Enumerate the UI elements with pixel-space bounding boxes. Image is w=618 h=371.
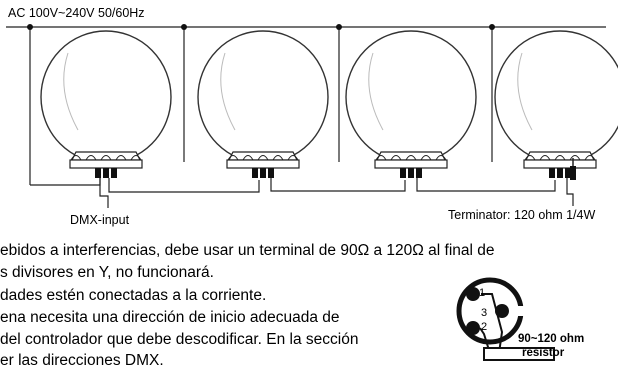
fixture-vent bbox=[435, 155, 447, 161]
globe-fixture-2 bbox=[197, 30, 329, 178]
globe-shade bbox=[40, 30, 172, 164]
fixture-plug bbox=[268, 168, 274, 178]
fixture-plug bbox=[252, 168, 258, 178]
fixture-plug bbox=[565, 168, 571, 178]
globe-highlight bbox=[368, 52, 384, 131]
fixture-plug bbox=[557, 168, 563, 178]
xlr-pin-1 bbox=[466, 287, 480, 301]
fixture-vent bbox=[554, 155, 566, 161]
dmx-input-label: DMX-input bbox=[70, 213, 130, 227]
xlr-pin-2-label: 2 bbox=[481, 321, 488, 333]
terminator-label: Terminator: 120 ohm 1/4W bbox=[448, 208, 596, 222]
fixture-vent bbox=[227, 155, 239, 161]
fixture-vent bbox=[524, 155, 536, 161]
xlr-connector-graphic bbox=[456, 277, 555, 361]
fixture-vent bbox=[242, 155, 254, 161]
ac-power-label: AC 100V~240V 50/60Hz bbox=[8, 6, 145, 20]
fixture-base bbox=[374, 159, 448, 169]
fixture-base bbox=[69, 159, 143, 169]
globe-highlight bbox=[517, 52, 533, 131]
globe-fixture-3 bbox=[345, 30, 477, 178]
fixture-vent bbox=[405, 155, 417, 161]
fixture-vent bbox=[85, 155, 97, 161]
fixture-plug bbox=[103, 168, 109, 178]
xlr-pin-1-label: 1 bbox=[479, 287, 486, 299]
xlr-pin-2 bbox=[466, 321, 480, 335]
globe-shade bbox=[197, 30, 329, 164]
xlr-shell-notch bbox=[514, 306, 526, 316]
power-junctions bbox=[27, 24, 495, 30]
text-line-2: s divisores en Y, no funcionará. bbox=[0, 264, 214, 281]
dmx-chain bbox=[99, 178, 574, 208]
terminator-plug bbox=[570, 158, 576, 180]
fixture-vent bbox=[257, 155, 269, 161]
fixture-vent bbox=[375, 155, 387, 161]
fixture-vent bbox=[390, 155, 402, 161]
text-line-1: ebidos a interferencias, debe usar un te… bbox=[0, 242, 495, 259]
fixture-plug bbox=[549, 168, 555, 178]
globe-fixture-4 bbox=[494, 30, 618, 178]
text-line-6: er las direcciones DMX. bbox=[0, 352, 164, 369]
xlr-pin-3 bbox=[495, 304, 509, 318]
fixture-plug bbox=[416, 168, 422, 178]
resistor-label-1: 90~120 ohm bbox=[518, 333, 585, 345]
globe-highlight bbox=[63, 52, 79, 131]
globe-highlight bbox=[220, 52, 236, 131]
fixture-vent bbox=[539, 155, 551, 161]
fixture-plug bbox=[111, 168, 117, 178]
fixture-vent bbox=[100, 155, 112, 161]
fixture-vent bbox=[287, 155, 299, 161]
fixture-plug bbox=[400, 168, 406, 178]
fixture-plug bbox=[408, 168, 414, 178]
text-line-5: del controlador que debe descodificar. E… bbox=[0, 331, 359, 348]
fixture-plug bbox=[260, 168, 266, 178]
globe-fixture-1 bbox=[40, 30, 172, 178]
fixture-vent bbox=[420, 155, 432, 161]
fixture-vent bbox=[272, 155, 284, 161]
fixture-group bbox=[40, 30, 618, 178]
resistor-label-2: resistor bbox=[522, 347, 565, 359]
xlr-pin-3-label: 3 bbox=[481, 307, 488, 319]
wiring-diagram bbox=[6, 24, 618, 208]
fixture-vent bbox=[569, 155, 581, 161]
fixture-vent bbox=[584, 155, 596, 161]
resistor-body bbox=[483, 347, 555, 361]
fixture-base bbox=[226, 159, 300, 169]
ac-power-wiring bbox=[6, 26, 606, 186]
text-line-3: dades estén conectadas a la corriente. bbox=[0, 287, 267, 304]
resistor-lead-a bbox=[481, 293, 504, 361]
xlr-connector-diagram: 1 3 2 90~120 ohm resistor bbox=[440, 268, 618, 366]
fixture-vent bbox=[115, 155, 127, 161]
fixture-vent bbox=[130, 155, 142, 161]
text-line-4: ena necesita una dirección de inicio ade… bbox=[0, 309, 340, 326]
globe-shade bbox=[494, 30, 618, 164]
globe-shade bbox=[345, 30, 477, 164]
fixture-base bbox=[523, 159, 597, 169]
fixture-plug bbox=[95, 168, 101, 178]
fixture-vent bbox=[70, 155, 82, 161]
